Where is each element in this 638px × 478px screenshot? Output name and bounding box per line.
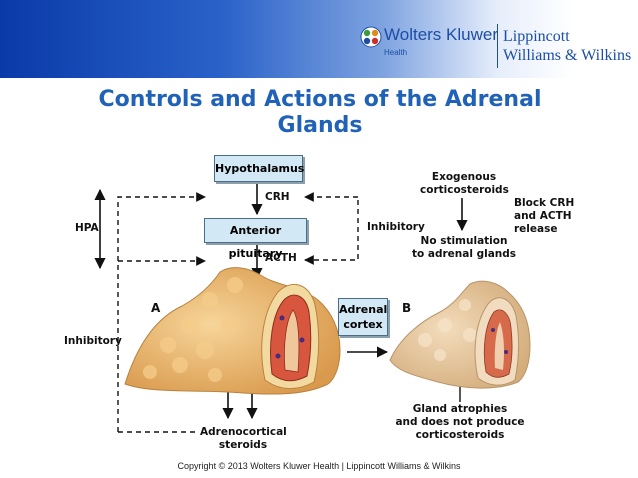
adrenal-gland-atrophied bbox=[389, 280, 531, 389]
exogenous-line-1: Exogenous bbox=[431, 171, 497, 183]
atrophy-line-2: and does not produce bbox=[395, 416, 525, 428]
adrenal-cortex-label-1: Adrenal bbox=[339, 303, 388, 316]
block-crh-label: Block CRH and ACTH release bbox=[514, 197, 574, 236]
header-band bbox=[0, 0, 638, 78]
acth-label: ACTH bbox=[265, 252, 297, 264]
brand-sub: Health bbox=[384, 48, 408, 57]
crh-label: CRH bbox=[265, 191, 290, 203]
no-stim-line-1: No stimulation bbox=[420, 235, 508, 247]
left-feedback-loop bbox=[117, 192, 206, 433]
no-stimulation-label: No stimulation to adrenal glands bbox=[412, 235, 516, 261]
hpa-label: HPA bbox=[75, 222, 99, 234]
imprint-line-2: Williams & Wilkins bbox=[503, 47, 632, 64]
inhibitory-left-label: Inhibitory bbox=[64, 335, 122, 347]
adrenocortical-steroids-label: Adrenocortical steroids bbox=[200, 426, 287, 452]
block-line-2: and ACTH bbox=[514, 210, 572, 222]
right-feedback-loop bbox=[304, 192, 359, 265]
panel-b-label: B bbox=[402, 301, 412, 315]
adrenal-cortex-box: Adrenal cortex bbox=[338, 298, 388, 336]
title-line-2: Glands bbox=[277, 113, 363, 138]
imprint-line-1: Lippincott bbox=[503, 28, 570, 45]
block-line-1: Block CRH bbox=[514, 197, 575, 209]
hypothalamus-label: Hypothalamus bbox=[215, 162, 305, 175]
block-line-3: release bbox=[514, 223, 558, 235]
adrenal-cortex-label-2: cortex bbox=[343, 318, 383, 331]
exogenous-label: Exogenous corticosteroids bbox=[420, 171, 509, 197]
adrenocortical-line-1: Adrenocortical bbox=[200, 426, 287, 438]
logo-divider bbox=[497, 24, 498, 68]
atrophy-line-3: corticosteroids bbox=[415, 429, 505, 441]
copyright-footer: Copyright © 2013 Wolters Kluwer Health |… bbox=[177, 461, 461, 471]
inhibitory-right-label: Inhibitory bbox=[367, 221, 425, 233]
title-line-1: Controls and Actions of the Adrenal bbox=[98, 87, 542, 112]
adrenal-gland-normal bbox=[124, 267, 341, 395]
wolters-kluwer-globe-icon bbox=[360, 26, 382, 48]
anterior-pituitary-label: Anterior pituitary bbox=[228, 224, 283, 260]
slide-title: Controls and Actions of the Adrenal Glan… bbox=[40, 87, 600, 139]
gland-atrophies-label: Gland atrophies and does not produce cor… bbox=[395, 403, 525, 442]
exogenous-line-2: corticosteroids bbox=[420, 184, 509, 196]
hypothalamus-box: Hypothalamus bbox=[214, 155, 305, 182]
brand-name: Wolters Kluwer bbox=[384, 25, 498, 44]
no-stim-line-2: to adrenal glands bbox=[412, 248, 517, 260]
adrenocortical-line-2: steroids bbox=[218, 439, 268, 451]
anterior-pituitary-box: Anterior pituitary bbox=[204, 218, 307, 260]
panel-a-label: A bbox=[151, 301, 161, 315]
atrophy-line-1: Gland atrophies bbox=[412, 403, 508, 415]
publisher-logo: Wolters Kluwer Health Lippincott William… bbox=[360, 22, 638, 72]
